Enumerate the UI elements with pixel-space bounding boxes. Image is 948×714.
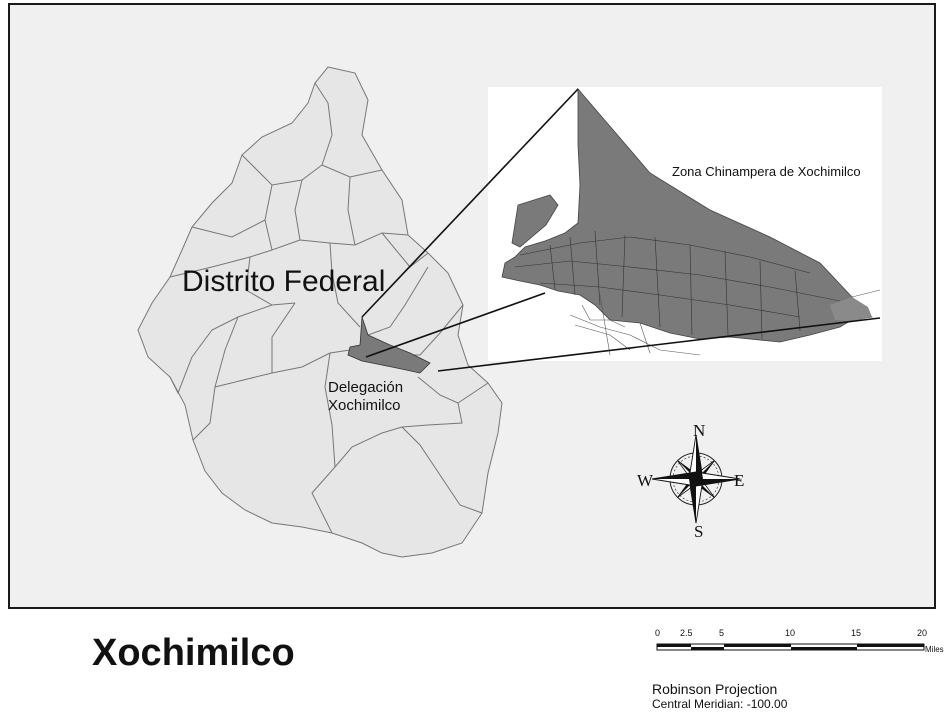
- road-line: [599, 294, 611, 356]
- compass-rose: [651, 434, 741, 524]
- parcel-line: [621, 234, 626, 318]
- boundary-line: [169, 249, 273, 278]
- road-line: [639, 322, 651, 354]
- scale-bar-segment: [724, 644, 791, 647]
- scale-tick-label: 15: [851, 628, 862, 638]
- inset-zone-label: Zona Chinampera de Xochimilco: [672, 164, 861, 179]
- distrito-federal-label: Distrito Federal: [182, 265, 386, 298]
- compass-point: [696, 435, 703, 479]
- boundary-line: [329, 242, 361, 328]
- inset-zone-shape: [511, 194, 559, 248]
- parcel-line: [759, 260, 763, 340]
- boundary-line: [457, 382, 489, 404]
- inset-parcel-lines: [514, 230, 841, 340]
- compass-point: [696, 479, 740, 486]
- scale-tick-label: 0: [655, 628, 661, 638]
- boundary-line: [324, 352, 336, 468]
- scale-bar-segment: [657, 644, 691, 647]
- inset-zone-shape: [830, 297, 872, 321]
- boundary-line: [334, 376, 463, 468]
- delegation-label-line1: Delegación: [328, 379, 404, 396]
- compass-north-label: N: [693, 421, 706, 440]
- inset-zone-map: [501, 87, 881, 356]
- map-canvas: [137, 66, 882, 558]
- boundary-line: [271, 302, 296, 373]
- boundary-line: [401, 426, 483, 514]
- boundary-line: [245, 256, 296, 306]
- scale-tick-label: 20: [917, 628, 928, 638]
- map-frame: Distrito Federal Delegación Xochimilco Z…: [8, 3, 936, 609]
- scale-units-label: Miles: [925, 645, 944, 654]
- parcel-line: [519, 236, 811, 274]
- parcel-line: [724, 250, 729, 336]
- projection-meridian: Central Meridian: -100.00: [652, 697, 788, 711]
- parcel-line: [549, 244, 556, 290]
- road-line: [581, 304, 626, 328]
- boundary-line: [311, 466, 336, 534]
- projection-name: Robinson Projection: [652, 681, 778, 697]
- scale-tick-label: 5: [719, 628, 725, 638]
- connector-line: [365, 292, 546, 358]
- boundary-line: [214, 372, 273, 388]
- delegation-label-line2: Xochimilco: [328, 397, 401, 414]
- compass-south-label: S: [694, 522, 704, 541]
- parcel-line: [514, 260, 841, 302]
- scale-bar-graphic: [656, 643, 925, 651]
- scale-tick-label: 2.5: [680, 628, 693, 638]
- parcel-line: [594, 230, 601, 306]
- compass-center: [694, 477, 698, 481]
- boundary-line: [191, 184, 273, 238]
- scale-bar-segment: [857, 644, 924, 647]
- compass-point: [652, 472, 696, 479]
- scale-bar-segment: [691, 647, 724, 650]
- parcel-line: [689, 244, 693, 336]
- boundary-line: [347, 176, 356, 246]
- map-title: Xochimilco: [92, 632, 295, 674]
- parcel-line: [539, 282, 801, 318]
- inset-connector-lines: [361, 88, 881, 372]
- scale-bar-segment: [791, 647, 857, 650]
- road-line: [569, 314, 701, 356]
- road-line: [851, 289, 881, 298]
- compass-east-label: E: [734, 471, 745, 490]
- compass-west-label: W: [637, 471, 654, 490]
- parcel-line: [794, 270, 801, 332]
- parcel-line: [654, 236, 661, 328]
- road-line: [574, 324, 631, 351]
- parcel-line: [569, 236, 576, 296]
- chinampa-zone-highlight: [347, 316, 431, 374]
- scale-tick-label: 10: [785, 628, 796, 638]
- inset-road-lines: [569, 289, 881, 356]
- boundary-line: [271, 349, 351, 374]
- compass-point: [689, 479, 696, 523]
- connector-line: [437, 317, 881, 372]
- scale-bar: 0 2.5 5 10 15 20 Miles: [650, 628, 948, 658]
- boundary-line: [169, 304, 273, 395]
- connector-line: [361, 88, 579, 318]
- boundary-line: [367, 266, 429, 336]
